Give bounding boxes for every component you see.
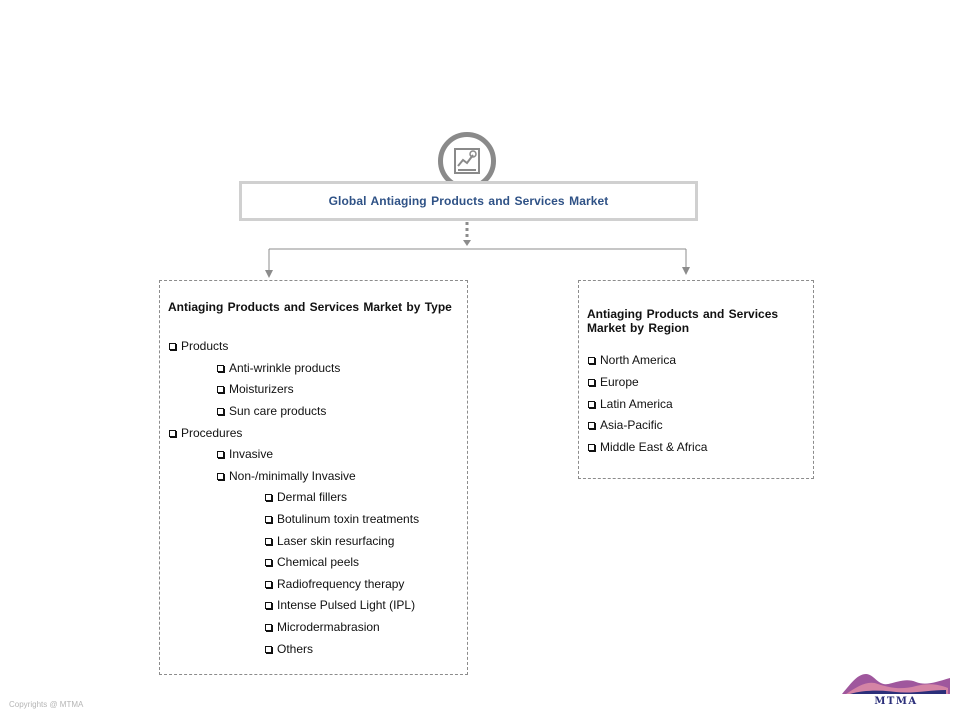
checkbox-bullet-icon	[217, 472, 224, 480]
list-item: Chemical peels	[265, 555, 359, 569]
checkbox-bullet-icon	[265, 515, 272, 523]
checkbox-bullet-icon	[265, 601, 272, 609]
checkbox-bullet-icon	[217, 450, 224, 458]
list-item: Radiofrequency therapy	[265, 577, 404, 591]
stem-arrow	[463, 240, 471, 246]
checkbox-bullet-icon	[217, 385, 224, 393]
market-report-icon	[438, 132, 496, 190]
region-segmentation-panel: Antiaging Products and Services Market b…	[578, 280, 814, 479]
list-item: Middle East & Africa	[588, 440, 707, 454]
list-item: Asia-Pacific	[588, 418, 663, 432]
list-item: Latin America	[588, 397, 673, 411]
checkbox-bullet-icon	[217, 407, 224, 415]
list-item: Procedures	[169, 426, 242, 440]
checkbox-bullet-icon	[265, 645, 272, 653]
type-panel-heading: Antiaging Products and Services Market b…	[168, 300, 452, 314]
checkbox-bullet-icon	[169, 342, 176, 350]
chart-document-icon	[454, 148, 480, 174]
wave-logo-icon	[842, 674, 950, 694]
checkbox-bullet-icon	[588, 400, 595, 408]
list-item: Microdermabrasion	[265, 620, 380, 634]
checkbox-bullet-icon	[217, 364, 224, 372]
checkbox-bullet-icon	[588, 421, 595, 429]
list-item: Intense Pulsed Light (IPL)	[265, 598, 415, 612]
checkbox-bullet-icon	[265, 537, 272, 545]
list-item: Products	[169, 339, 228, 353]
logo-text: MTMA	[874, 696, 918, 707]
region-panel-heading: Antiaging Products and Services Market b…	[587, 307, 779, 335]
checkbox-bullet-icon	[169, 429, 176, 437]
list-item: Others	[265, 642, 313, 656]
right-arrowhead	[682, 267, 690, 275]
list-item: Moisturizers	[217, 382, 294, 396]
checkbox-bullet-icon	[265, 493, 272, 501]
list-item: North America	[588, 353, 676, 367]
checkbox-bullet-icon	[588, 356, 595, 364]
list-item: Anti-wrinkle products	[217, 361, 340, 375]
list-item: Invasive	[217, 447, 273, 461]
market-title-box: Global Antiaging Products and Services M…	[239, 181, 698, 221]
mtma-logo: MTMA	[840, 668, 952, 712]
market-title: Global Antiaging Products and Services M…	[328, 194, 609, 208]
checkbox-bullet-icon	[588, 443, 595, 451]
left-arrowhead	[265, 270, 273, 278]
checkbox-bullet-icon	[265, 580, 272, 588]
list-item: Laser skin resurfacing	[265, 534, 394, 548]
checkbox-bullet-icon	[265, 558, 272, 566]
type-segmentation-panel: Antiaging Products and Services Market b…	[159, 280, 468, 675]
list-item: Dermal fillers	[265, 490, 347, 504]
checkbox-bullet-icon	[265, 623, 272, 631]
checkbox-bullet-icon	[588, 378, 595, 386]
list-item: Botulinum toxin treatments	[265, 512, 419, 526]
list-item: Europe	[588, 375, 639, 389]
list-item: Sun care products	[217, 404, 326, 418]
list-item: Non-/minimally Invasive	[217, 469, 356, 483]
copyright-text: Copyrights @ MTMA	[9, 700, 84, 709]
